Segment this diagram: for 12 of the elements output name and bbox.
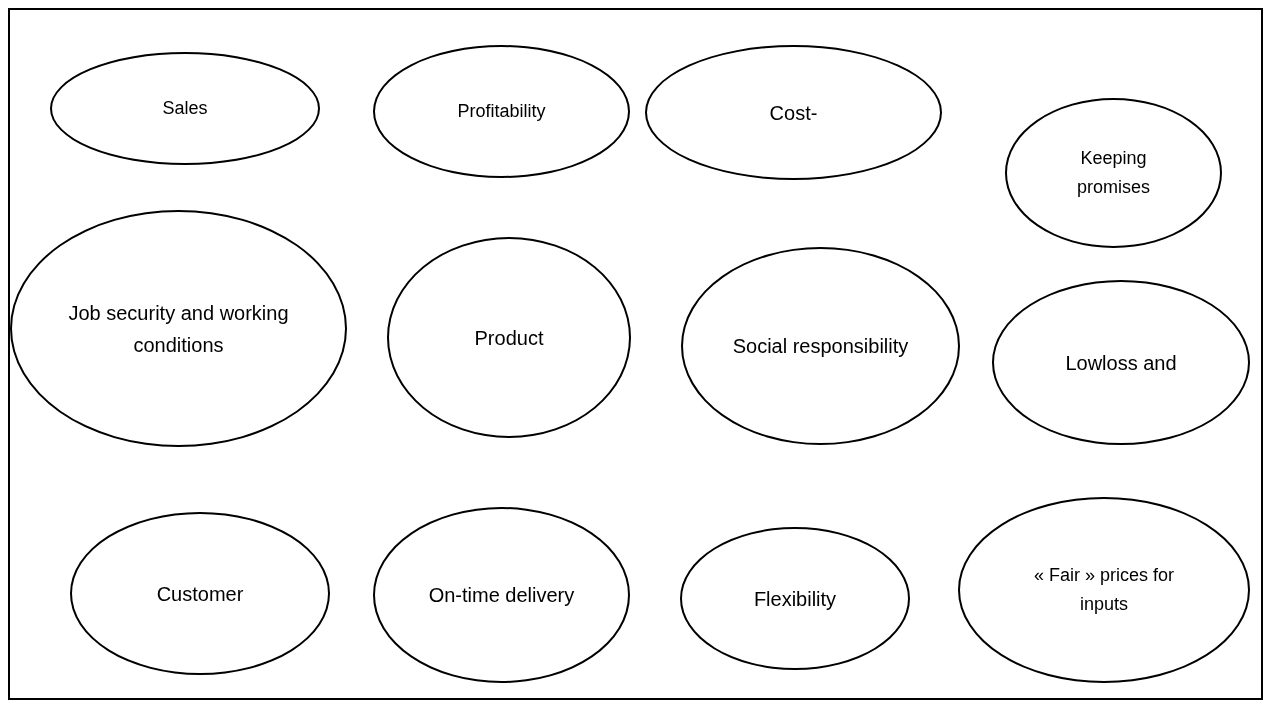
node-label: Keeping promises <box>1076 147 1151 199</box>
node-label: Lowloss and <box>1065 350 1177 376</box>
node-label: Job security and working conditions <box>67 300 290 358</box>
node-label: Flexibility <box>753 586 837 612</box>
node-label: « Fair » prices for inputs <box>1032 564 1175 616</box>
node-label: Product <box>474 325 544 351</box>
node-label: Profitability <box>457 100 546 124</box>
node-label: Sales <box>162 97 208 121</box>
node-label: Social responsibility <box>732 334 909 359</box>
node-label: Customer <box>156 581 244 607</box>
node-label: Cost- <box>769 100 818 126</box>
node-label: On-time delivery <box>428 583 575 608</box>
